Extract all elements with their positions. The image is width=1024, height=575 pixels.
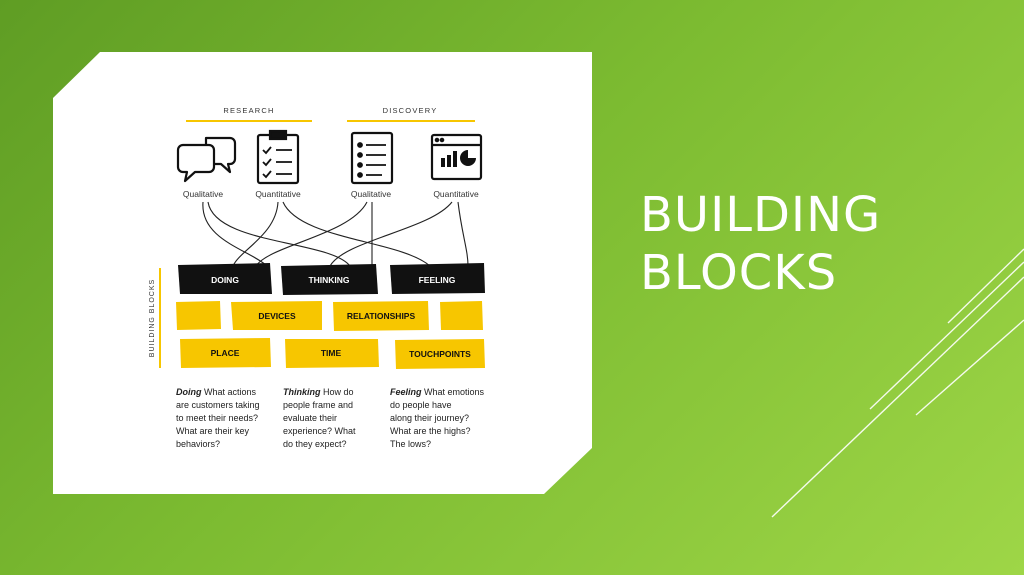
block-time (285, 339, 379, 368)
mode-label-feeling: FEELING (419, 275, 456, 285)
block-touchpoints (395, 339, 485, 369)
description-feeling-line-1: Feeling What emotions (390, 387, 485, 397)
description-thinking-line-2: people frame and (283, 400, 353, 410)
document-list-icon (350, 131, 394, 185)
block-empty-right (440, 301, 483, 330)
block-label-place: PLACE (211, 348, 240, 358)
chat-bubbles-icon (176, 136, 237, 183)
block-label-time: TIME (321, 348, 342, 358)
block-empty-left (176, 301, 221, 330)
description-doing-line-4: What are their key (176, 426, 250, 436)
description-doing-text-1: What actions (202, 387, 257, 397)
description-feeling-line-4: What are the highs? (390, 426, 471, 436)
group-label-research: RESEARCH (223, 106, 274, 115)
browser-chart-icon (430, 133, 483, 181)
description-thinking-line-4: experience? What (283, 426, 356, 436)
mode-block-feeling (390, 263, 485, 294)
description-doing-line-3: to meet their needs? (176, 413, 258, 423)
description-thinking-text-1: How do (321, 387, 354, 397)
method-label-discovery-quantitative: Quantitative (433, 189, 479, 199)
slide-title-line-2: BLOCKS (640, 245, 838, 301)
slide-title-line-1: BUILDING (640, 187, 882, 243)
side-label-building-blocks: BUILDING BLOCKS (149, 279, 156, 357)
description-doing-line-5: behaviors? (176, 439, 220, 449)
description-feeling-term: Feeling (390, 387, 422, 397)
slide-title: BUILDING BLOCKS (640, 186, 1000, 302)
mode-block-doing (178, 263, 272, 294)
description-feeling-line-5: The lows? (390, 439, 431, 449)
mode-block-thinking (281, 264, 378, 295)
clipboard-checklist-icon (256, 129, 300, 185)
block-devices (231, 301, 322, 330)
block-label-devices: DEVICES (258, 311, 296, 321)
description-thinking-term: Thinking (283, 387, 321, 397)
block-relationships (333, 301, 429, 331)
description-doing-line-2: are customers taking (176, 400, 260, 410)
description-feeling-text-1: What emotions (422, 387, 485, 397)
description-thinking-line-3: evaluate their (283, 413, 337, 423)
description-doing-term: Doing (176, 387, 202, 397)
method-label-research-quantitative: Quantitative (255, 189, 301, 199)
description-thinking-line-1: Thinking How do (283, 387, 354, 397)
description-doing-line-1: Doing What actions (176, 387, 257, 397)
description-thinking-line-5: do they expect? (283, 439, 347, 449)
block-place (180, 338, 271, 368)
description-feeling-line-3: along their journey? (390, 413, 469, 423)
mode-label-thinking: THINKING (308, 275, 349, 285)
method-label-discovery-qualitative: Qualitative (351, 189, 391, 199)
description-feeling-line-2: do people have (390, 400, 452, 410)
group-label-discovery: DISCOVERY (383, 106, 438, 115)
block-label-touchpoints: TOUCHPOINTS (409, 349, 471, 359)
connector-lines (202, 201, 469, 267)
block-label-relationships: RELATIONSHIPS (347, 311, 416, 321)
mode-label-doing: DOING (211, 275, 239, 285)
method-label-research-qualitative: Qualitative (183, 189, 223, 199)
